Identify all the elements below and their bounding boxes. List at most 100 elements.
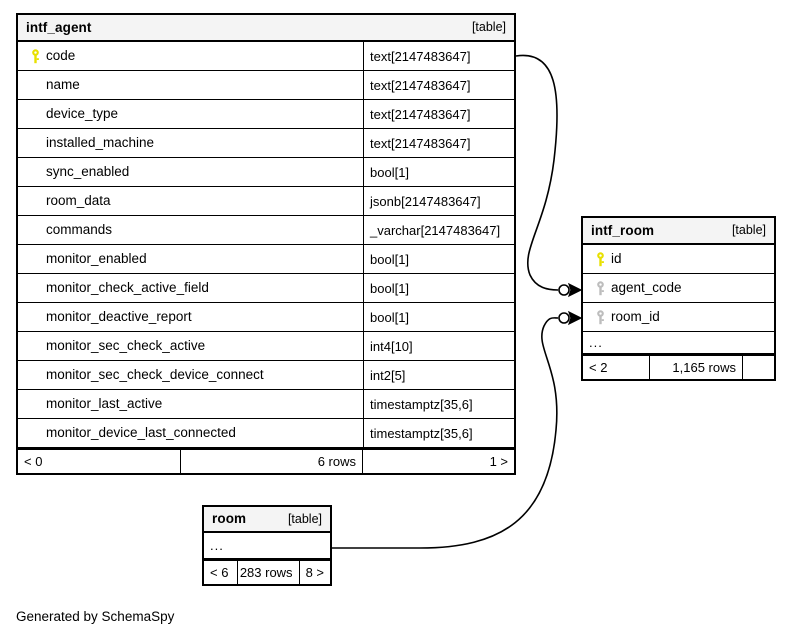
table-row[interactable]: name text[2147483647] (18, 71, 514, 100)
relationship-intf-agent-code-to-intf-room-agent-code (515, 54, 583, 298)
column-name-cell: monitor_last_active (18, 390, 363, 418)
column-label: installed_machine (46, 135, 155, 151)
table-row[interactable]: monitor_deactive_report bool[1] (18, 303, 514, 332)
column-type-cell: text[2147483647] (363, 100, 514, 128)
footer-prev-button[interactable]: < 0 (24, 454, 43, 469)
column-label: agent_code (611, 280, 682, 296)
primary-key-icon (589, 251, 611, 267)
table-node-intf-room[interactable]: intf_room [table] id (581, 216, 776, 381)
table-row[interactable]: id (583, 245, 774, 274)
hidden-columns-ellipsis: ... (583, 332, 774, 354)
column-name-cell: agent_code (583, 274, 774, 302)
column-label: id (611, 251, 622, 267)
column-type-cell: timestamptz[35,6] (363, 419, 514, 447)
column-type-cell: bool[1] (363, 158, 514, 186)
crowsfoot-many (567, 282, 583, 298)
table-row[interactable]: code text[2147483647] (18, 42, 514, 71)
foreign-key-icon (589, 309, 611, 325)
table-row[interactable]: room_id (583, 303, 774, 332)
table-node-intf-agent[interactable]: intf_agent [table] code text[2147483647] (16, 13, 516, 475)
column-type-cell: jsonb[2147483647] (363, 187, 514, 215)
table-title: room (212, 511, 247, 527)
column-name-cell: device_type (18, 100, 363, 128)
column-label: monitor_sec_check_device_connect (46, 367, 264, 383)
column-label: monitor_device_last_connected (46, 425, 236, 441)
column-label: monitor_check_active_field (46, 280, 209, 296)
column-type-cell: text[2147483647] (363, 71, 514, 99)
cardinality-zero-circle (558, 312, 570, 324)
column-type-cell: _varchar[2147483647] (363, 216, 514, 244)
column-name-cell: room_data (18, 187, 363, 215)
column-label: room_data (46, 193, 111, 209)
column-name-cell: monitor_sec_check_device_connect (18, 361, 363, 389)
table-kind-label: [table] (287, 511, 322, 526)
column-type-cell: bool[1] (363, 303, 514, 331)
column-label: device_type (46, 106, 119, 122)
table-row[interactable]: monitor_enabled bool[1] (18, 245, 514, 274)
table-kind-label: [table] (471, 20, 506, 35)
column-label: sync_enabled (46, 164, 130, 180)
column-type-cell: bool[1] (363, 274, 514, 302)
column-label: monitor_deactive_report (46, 309, 192, 325)
foreign-key-icon (589, 280, 611, 296)
column-label: code (46, 48, 76, 64)
column-name-cell: monitor_check_active_field (18, 274, 363, 302)
table-row[interactable]: device_type text[2147483647] (18, 100, 514, 129)
table-title: intf_agent (26, 19, 92, 35)
table-row[interactable]: monitor_sec_check_device_connect int2[5] (18, 361, 514, 390)
column-name-cell: commands (18, 216, 363, 244)
table-row[interactable]: monitor_sec_check_active int4[10] (18, 332, 514, 361)
cardinality-zero-circle (558, 284, 570, 296)
column-type-cell: text[2147483647] (363, 129, 514, 157)
table-row[interactable]: installed_machine text[2147483647] (18, 129, 514, 158)
table-node-room[interactable]: room [table] ... < 6 283 rows 8 > (202, 505, 332, 586)
table-header-intf-agent: intf_agent [table] (18, 15, 514, 42)
column-type-cell: int4[10] (363, 332, 514, 360)
table-row[interactable]: commands _varchar[2147483647] (18, 216, 514, 245)
footer-next-button[interactable]: 8 > (298, 561, 330, 584)
table-footer-intf-room: < 2 1,165 rows (583, 354, 774, 379)
column-label: monitor_last_active (46, 396, 163, 412)
table-kind-label: [table] (731, 223, 766, 238)
primary-key-icon (24, 48, 46, 64)
table-row[interactable]: room_data jsonb[2147483647] (18, 187, 514, 216)
table-row[interactable]: monitor_last_active timestamptz[35,6] (18, 390, 514, 419)
column-label: name (46, 77, 80, 93)
table-row[interactable]: agent_code (583, 274, 774, 303)
column-label: monitor_sec_check_active (46, 338, 206, 354)
table-row[interactable]: sync_enabled bool[1] (18, 158, 514, 187)
column-name-cell: code (18, 42, 363, 70)
column-label: room_id (611, 309, 660, 325)
table-title: intf_room (591, 222, 655, 238)
column-name-cell: sync_enabled (18, 158, 363, 186)
column-type-cell: timestamptz[35,6] (363, 390, 514, 418)
table-footer-room: < 6 283 rows 8 > (204, 559, 330, 584)
column-name-cell: installed_machine (18, 129, 363, 157)
footer-prev-button[interactable]: < 6 (210, 565, 229, 580)
column-type-cell: int2[5] (363, 361, 514, 389)
table-header-intf-room: intf_room [table] (583, 218, 774, 245)
column-type-cell: bool[1] (363, 245, 514, 273)
footer-row-count: 283 rows (236, 561, 299, 584)
footer-next-button[interactable]: 1 > (362, 450, 514, 473)
column-name-cell: monitor_device_last_connected (18, 419, 363, 447)
footer-row-count: 1,165 rows (649, 356, 742, 379)
column-name-cell: name (18, 71, 363, 99)
table-row[interactable]: monitor_device_last_connected timestampt… (18, 419, 514, 448)
crowsfoot-many (567, 310, 583, 326)
footer-prev-button[interactable]: < 2 (589, 360, 608, 375)
table-footer-intf-agent: < 0 6 rows 1 > (18, 448, 514, 473)
generated-by-caption: Generated by SchemaSpy (16, 609, 175, 624)
table-header-room: room [table] (204, 507, 330, 533)
column-name-cell: monitor_enabled (18, 245, 363, 273)
column-name-cell: room_id (583, 303, 774, 331)
footer-row-count: 6 rows (180, 450, 362, 473)
table-row[interactable]: monitor_check_active_field bool[1] (18, 274, 514, 303)
column-name-cell: id (583, 245, 774, 273)
column-label: monitor_enabled (46, 251, 147, 267)
hidden-columns-ellipsis: ... (204, 533, 330, 559)
column-name-cell: monitor_sec_check_active (18, 332, 363, 360)
footer-next-button[interactable] (742, 356, 774, 379)
column-label: commands (46, 222, 113, 238)
